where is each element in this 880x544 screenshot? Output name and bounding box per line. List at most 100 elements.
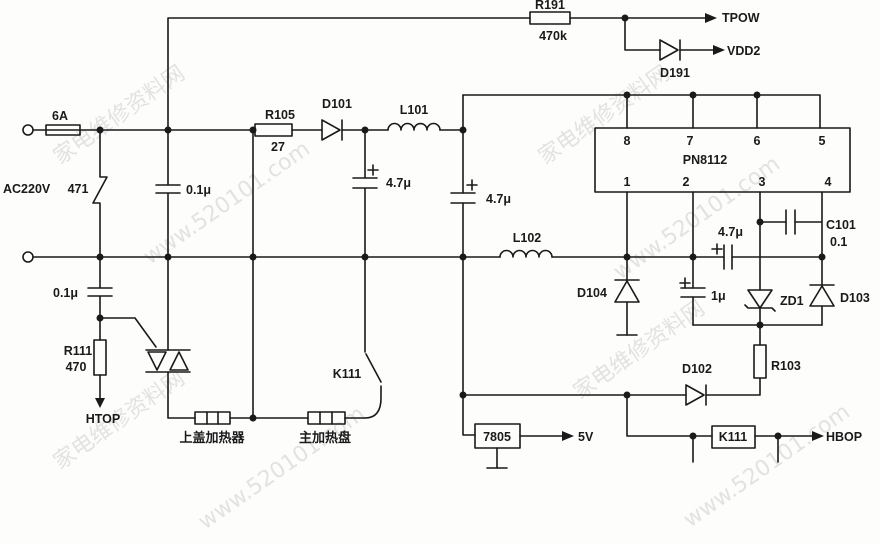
watermark-text: 家电维修资料网: [534, 61, 675, 170]
junction-dot: [459, 391, 467, 399]
heater-body: [194, 411, 231, 425]
junction-dot: [459, 253, 467, 261]
junction-dot: [361, 126, 369, 134]
resistor-r111: [93, 339, 107, 376]
capacitor-plates: [87, 256, 113, 341]
junction-dot: [623, 91, 631, 99]
junction-dot: [164, 126, 172, 134]
junction-dot: [623, 391, 631, 399]
c101-value: 0.1: [830, 235, 847, 249]
arrow-right-icon: [562, 431, 574, 441]
capacitor-pin2-value: 1μ: [711, 289, 726, 303]
plus-icon: [679, 277, 691, 289]
varistor: [92, 129, 108, 258]
capacitor-input: [155, 129, 181, 351]
diode-triangle: [747, 289, 773, 309]
arrow-right-icon: [812, 431, 824, 441]
r105-name: R105: [265, 108, 295, 122]
regulator-name: 7805: [483, 430, 511, 444]
ic-pin-3: 3: [759, 175, 766, 189]
capacitor-gate-value: 0.1μ: [53, 286, 78, 300]
ic-pin-4: 4: [825, 175, 832, 189]
capacitor-l101-value: 4.7μ: [486, 192, 511, 206]
wire-ic-supply-rail: [462, 94, 821, 129]
r105-value: 27: [271, 140, 285, 154]
relay-coil-k111: [711, 425, 756, 449]
junction-dot: [249, 126, 257, 134]
c101-name: C101: [826, 218, 856, 232]
zener-zd1: [744, 289, 776, 312]
junction-dot: [689, 253, 697, 261]
d103-name: D103: [840, 291, 870, 305]
wire-relay-branch: [626, 394, 813, 463]
labels: R191 470k TPOW VDD2 D191 6A AC220V 471 0…: [3, 0, 870, 446]
junction-dot: [164, 253, 172, 261]
htop-label: HTOP: [86, 412, 121, 426]
wire-dc-bus: [462, 94, 476, 436]
capacitor-plates: [723, 244, 733, 270]
diode-triangle: [614, 280, 640, 303]
diode-d191: [659, 39, 681, 61]
k111-switch-name: K111: [333, 367, 362, 381]
wire-pin4: [794, 191, 823, 326]
diode-triangle: [659, 39, 679, 61]
heater-segments: [206, 411, 219, 425]
diode-d104: [614, 279, 640, 303]
ac-terminal-neutral: [22, 251, 34, 263]
arrow-down-icon: [95, 398, 105, 408]
zener-bar: [744, 304, 776, 312]
capacitor-pin2: [679, 277, 706, 298]
regulator-7805: [474, 423, 521, 449]
r191-value: 470k: [539, 29, 567, 43]
capacitor-d101-value: 4.7μ: [386, 176, 411, 190]
r191-name: R191: [535, 0, 565, 12]
vdd2-label: VDD2: [727, 44, 760, 58]
resistor-r191: [529, 11, 571, 25]
wire-top-tpow: [167, 17, 706, 131]
tpow-label: TPOW: [722, 11, 760, 25]
varistor-value: 471: [68, 182, 89, 196]
watermark-url: www.520101.com: [609, 151, 785, 284]
junction-dot: [459, 126, 467, 134]
ic-pin-2: 2: [683, 175, 690, 189]
junction-dot: [756, 321, 764, 329]
inductor-l101: [387, 122, 441, 131]
capacitor-plates: [680, 287, 706, 298]
capacitor-plates: [155, 129, 181, 351]
ac-terminal-live: [22, 124, 34, 136]
wire-regulator-output: [496, 435, 563, 469]
watermark-text: 家电维修资料网: [569, 296, 710, 405]
ac-input-label: AC220V: [3, 182, 51, 196]
main-heater: [307, 411, 346, 425]
resistor-r105: [254, 123, 293, 137]
wire-pin3: [759, 191, 787, 291]
relay-switch-k111: [364, 256, 382, 419]
junction-dot: [249, 253, 257, 261]
junction-dot: [689, 432, 697, 440]
l101-name: L101: [400, 103, 429, 117]
capacitor-l101-filter: [450, 179, 478, 204]
diode-d101: [321, 119, 343, 141]
diode-triangle: [321, 119, 341, 141]
inductor-l102: [499, 249, 553, 258]
junctions: [96, 14, 826, 440]
capacitor-d101-filter: [352, 129, 379, 258]
watermark-url: www.520101.com: [679, 399, 855, 532]
junction-dot: [753, 91, 761, 99]
ic-pin-1: 1: [624, 175, 631, 189]
junction-dot: [623, 253, 631, 261]
heater-body: [307, 411, 346, 425]
arrow-right-icon: [705, 13, 717, 23]
plus-icon: [466, 179, 478, 191]
capacitor-gate: [87, 256, 113, 341]
main-heater-label: 主加热盘: [299, 430, 351, 446]
diode-d103: [809, 284, 835, 307]
r111-value: 470: [66, 360, 87, 374]
output-5v-label: 5V: [578, 430, 594, 444]
capacitor-input-value: 0.1μ: [186, 183, 211, 197]
top-heater-label: 上盖加热器: [179, 430, 245, 446]
ic-pin-5: 5: [819, 134, 826, 148]
triac: [145, 349, 191, 373]
heater-segments: [319, 411, 333, 425]
